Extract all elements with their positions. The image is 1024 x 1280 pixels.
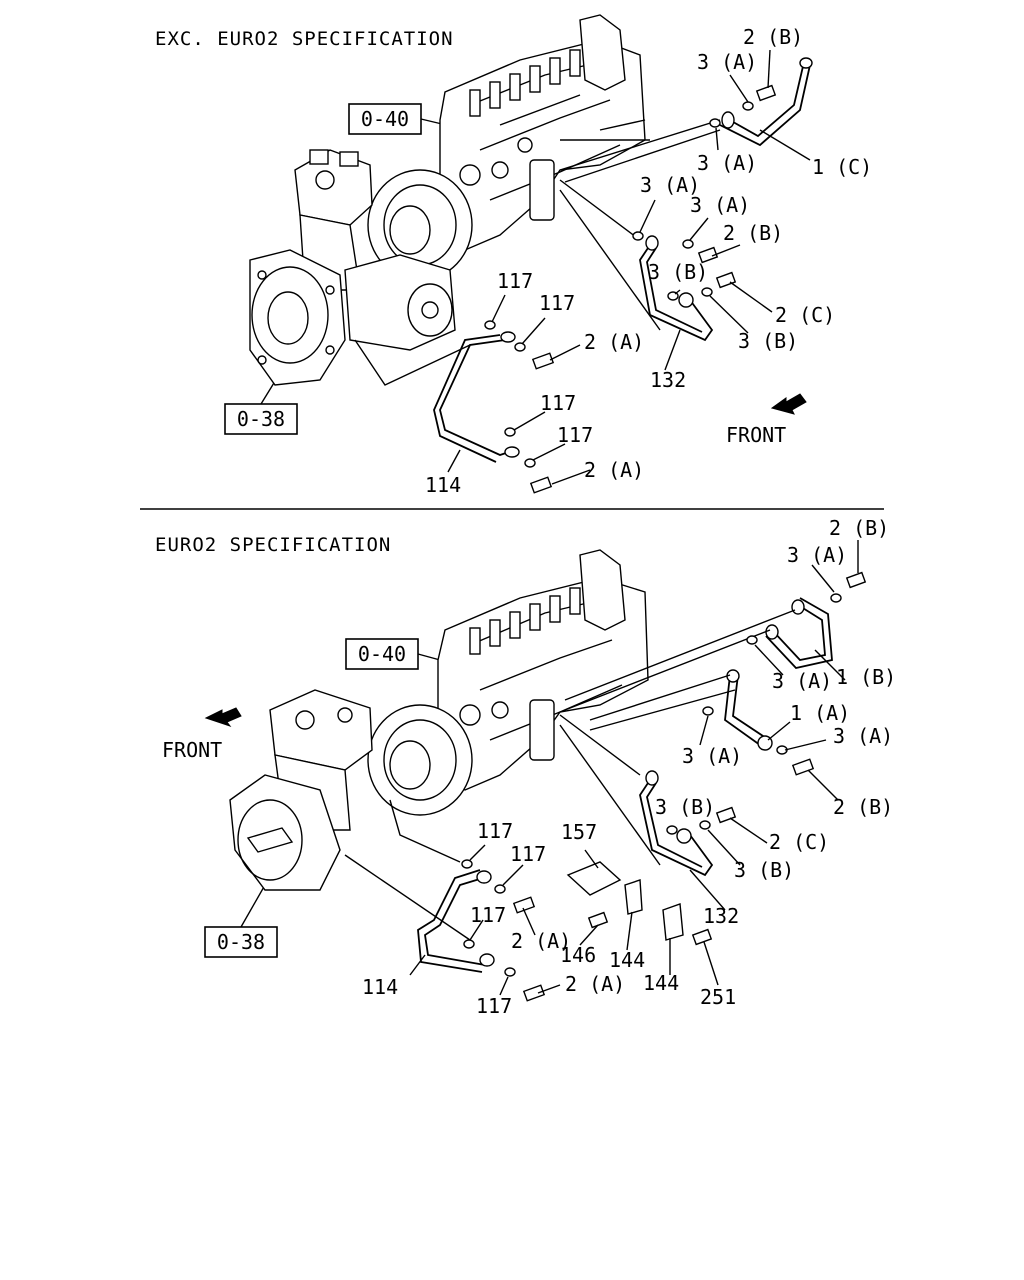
callout: 3 (A) <box>697 50 757 74</box>
pipe-1c <box>719 64 811 147</box>
callout: 251 <box>700 985 736 1009</box>
callout: 114 <box>362 975 398 999</box>
callout: 2 (B) <box>723 221 783 245</box>
callout: 3 (B) <box>655 795 715 819</box>
ref-label: 0-38 <box>237 407 285 431</box>
bolt <box>691 928 713 946</box>
section-title: EXC. EURO2 SPECIFICATION <box>155 28 454 50</box>
callout: 3 (A) <box>682 744 742 768</box>
hydraulic-pump <box>344 254 456 351</box>
callout: 3 (A) <box>772 669 832 693</box>
callout: 117 <box>540 391 576 415</box>
bolt <box>529 476 553 494</box>
pipe-114 <box>424 877 486 966</box>
bolt <box>755 84 777 102</box>
pipe-132 <box>639 779 714 877</box>
pipe-132 <box>639 244 714 342</box>
callout: 144 <box>609 948 645 972</box>
callout: 3 (A) <box>787 543 847 567</box>
front-arrow-icon <box>770 393 807 415</box>
callout: 114 <box>425 473 461 497</box>
ref-label: 0-40 <box>358 642 406 666</box>
clip-144 <box>624 879 643 915</box>
callout: 3 (B) <box>648 260 708 284</box>
ref-label: 0-40 <box>361 107 409 131</box>
callout: 2 (A) <box>584 458 644 482</box>
mounting-flange <box>249 249 346 386</box>
callout: 146 <box>560 943 596 967</box>
callout: 157 <box>561 820 597 844</box>
pipe-114-edge <box>433 334 501 463</box>
callout: 132 <box>703 904 739 928</box>
injection-pump <box>437 549 649 791</box>
callout: 2 (A) <box>565 972 625 996</box>
callout: 2 (C) <box>769 830 829 854</box>
bolt <box>715 271 737 289</box>
bracket-157 <box>566 861 622 896</box>
section-exc-euro2: EXC. EURO2 SPECIFICATION 0-40 0-38 <box>155 14 872 497</box>
callout: 2 (B) <box>743 25 803 49</box>
ref-box-0-38: 0-38 <box>204 884 278 958</box>
callout: 1 (C) <box>812 155 872 179</box>
callout: 3 (A) <box>833 724 893 748</box>
bolt <box>512 896 536 914</box>
ref-label: 0-38 <box>217 930 265 954</box>
mounting-flange <box>229 774 341 891</box>
callout: 2 (A) <box>511 929 571 953</box>
bolt <box>715 806 737 824</box>
front-label: FRONT <box>726 423 786 447</box>
callout: 2 (B) <box>833 795 893 819</box>
clip-144 <box>662 903 684 941</box>
callout: 144 <box>643 971 679 995</box>
bolt <box>845 571 867 589</box>
callout: 132 <box>650 368 686 392</box>
callout: 117 <box>477 819 513 843</box>
bolt <box>791 758 815 776</box>
front-arrow-icon <box>204 707 242 727</box>
callout: 2 (B) <box>829 516 889 540</box>
callout: 117 <box>497 269 533 293</box>
bolt <box>531 352 555 370</box>
callout: 117 <box>539 291 575 315</box>
section-euro2: EURO2 SPECIFICATION 0-40 0-38 <box>155 516 896 1018</box>
timer-housing <box>367 704 473 816</box>
callout: 2 (A) <box>584 330 644 354</box>
callout: 1 (B) <box>836 665 896 689</box>
callout: 2 (C) <box>775 303 835 327</box>
ref-box-0-40: 0-40 <box>348 103 443 135</box>
callout: 117 <box>476 994 512 1018</box>
pipe-1b <box>771 604 826 661</box>
callout: 117 <box>510 842 546 866</box>
section-title: EURO2 SPECIFICATION <box>155 534 391 556</box>
callout: 3 (A) <box>690 193 750 217</box>
callout: 1 (A) <box>790 701 850 725</box>
callout: 3 (B) <box>738 329 798 353</box>
front-label: FRONT <box>162 738 222 762</box>
pipe-1a <box>724 674 761 746</box>
injection-pump <box>439 14 650 251</box>
callout: 3 (A) <box>697 151 757 175</box>
callout: 3 (B) <box>734 858 794 882</box>
callout: 3 (A) <box>640 173 700 197</box>
bolt <box>587 911 609 929</box>
bolt <box>522 984 546 1002</box>
callout: 117 <box>557 423 593 447</box>
pipe-114 <box>439 339 516 456</box>
callout: 117 <box>470 903 506 927</box>
bolt <box>697 246 719 264</box>
ref-box-0-40: 0-40 <box>345 638 441 670</box>
